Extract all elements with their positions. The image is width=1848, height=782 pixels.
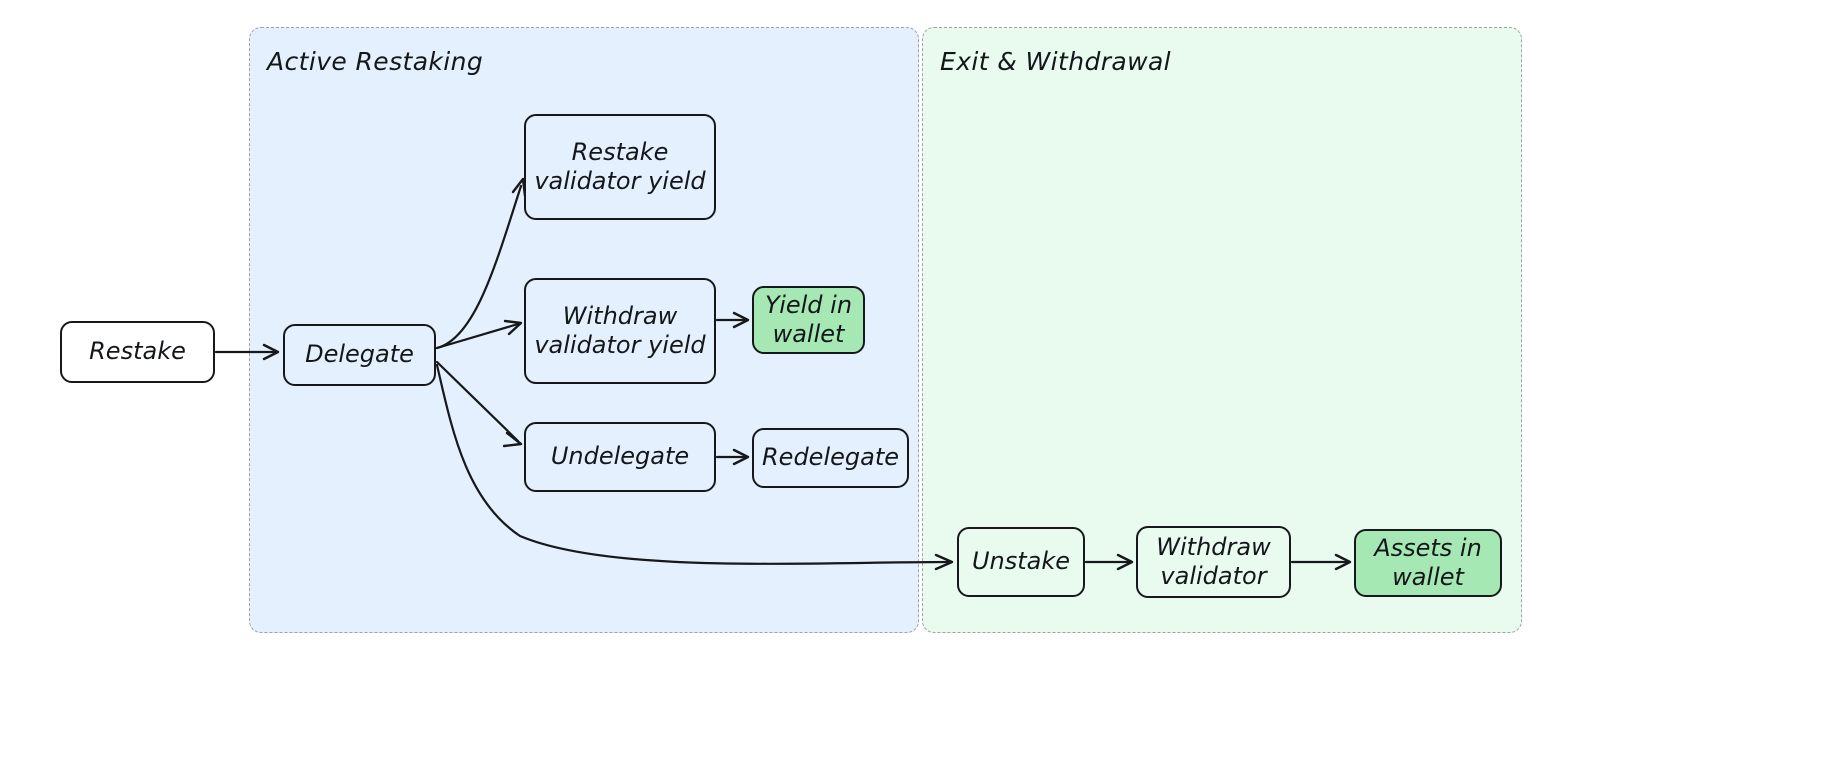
- node-label-line: Redelegate: [762, 443, 899, 472]
- node-undelegate[interactable]: Undelegate: [524, 422, 716, 492]
- node-label-line: validator yield: [534, 167, 706, 195]
- node-label-line: Assets in: [1374, 533, 1482, 562]
- node-label-unstake: Unstake: [967, 547, 1075, 576]
- node-label-line: Withdraw: [562, 301, 678, 330]
- node-redelegate[interactable]: Redelegate: [752, 428, 909, 488]
- node-label-line: wallet: [1392, 563, 1464, 591]
- node-label-undelegate: Undelegate: [534, 442, 706, 471]
- node-label-line: Restake: [571, 137, 669, 166]
- node-label-line: Unstake: [971, 547, 1071, 576]
- node-label-line: Undelegate: [550, 442, 690, 471]
- node-label-line: Withdraw: [1156, 532, 1271, 561]
- node-label-delegate: Delegate: [293, 340, 426, 369]
- node-restake[interactable]: Restake: [60, 321, 215, 383]
- node-label-line: wallet: [772, 320, 845, 348]
- node-label-restake: Restake: [70, 337, 205, 366]
- node-label-line: Yield in: [764, 290, 853, 319]
- node-label-line: validator yield: [534, 331, 706, 359]
- subgraph-label-active-restaking: Active Restaking: [267, 47, 484, 76]
- node-delegate[interactable]: Delegate: [283, 324, 436, 386]
- node-label-line: Delegate: [305, 340, 414, 369]
- subgraph-label-exit-withdrawal: Exit & Withdrawal: [940, 47, 1172, 76]
- node-label-redelegate: Redelegate: [762, 443, 899, 472]
- node-label-line: Restake: [89, 337, 186, 366]
- node-unstake[interactable]: Unstake: [957, 527, 1085, 597]
- node-label-line: validator: [1160, 562, 1267, 590]
